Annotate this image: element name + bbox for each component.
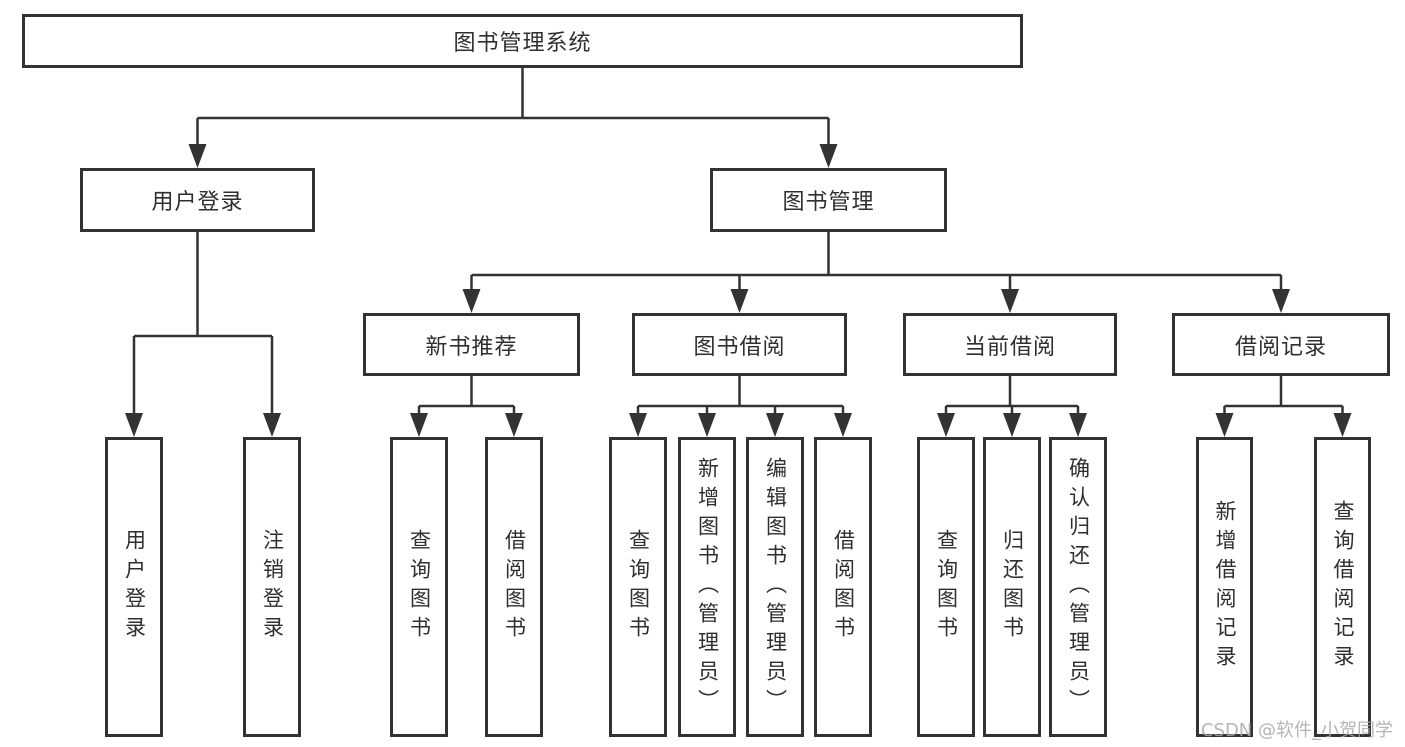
- leaf-add-books-admin: 新增图书（管理员）: [678, 437, 736, 737]
- leaf-recommend-borrow-books: 借阅图书: [485, 437, 543, 737]
- node-book-management-label: 图书管理: [782, 190, 875, 215]
- leaf-edit-books-admin-label: 编辑图书（管理员）: [763, 456, 788, 718]
- leaf-return-books-label: 归还图书: [1000, 529, 1025, 645]
- node-user-login-label: 用户登录: [151, 190, 244, 215]
- node-current-borrow-label: 当前借阅: [963, 334, 1056, 360]
- leaf-user-login: 用户登录: [105, 437, 163, 737]
- leaf-borrow-books-label: 借阅图书: [831, 529, 856, 645]
- leaf-borrow-query-books-label: 查询图书: [626, 529, 651, 645]
- leaf-recommend-query-books: 查询图书: [390, 437, 448, 737]
- leaf-borrow-query-books: 查询图书: [609, 437, 667, 737]
- leaf-confirm-return-admin: 确认归还（管理员）: [1049, 437, 1107, 737]
- csdn-watermark: CSDN @软件_小贺同学: [1200, 720, 1393, 741]
- leaf-logout: 注销登录: [243, 437, 301, 737]
- node-book-borrow: 图书借阅: [632, 313, 847, 376]
- node-system-root-label: 图书管理系统: [453, 31, 592, 56]
- leaf-user-login-label: 用户登录: [122, 529, 147, 645]
- leaf-borrow-books: 借阅图书: [814, 437, 872, 737]
- node-user-login: 用户登录: [80, 168, 315, 232]
- node-system-root: 图书管理系统: [22, 14, 1023, 68]
- leaf-add-borrow-record-label: 新增借阅记录: [1213, 500, 1237, 674]
- node-book-borrow-label: 图书借阅: [693, 334, 786, 360]
- leaf-add-books-admin-label: 新增图书（管理员）: [695, 456, 720, 718]
- node-borrow-record: 借阅记录: [1172, 313, 1390, 376]
- leaf-add-borrow-record: 新增借阅记录: [1196, 437, 1253, 737]
- leaf-confirm-return-admin-label: 确认归还（管理员）: [1066, 456, 1091, 718]
- node-borrow-record-label: 借阅记录: [1234, 334, 1327, 360]
- leaf-recommend-query-books-label: 查询图书: [407, 529, 432, 645]
- node-new-book-recommend-label: 新书推荐: [425, 334, 518, 360]
- node-book-management: 图书管理: [710, 168, 947, 232]
- leaf-edit-books-admin: 编辑图书（管理员）: [746, 437, 804, 737]
- leaf-logout-label: 注销登录: [260, 529, 285, 645]
- node-current-borrow: 当前借阅: [903, 313, 1117, 376]
- leaf-recommend-borrow-books-label: 借阅图书: [502, 529, 527, 645]
- leaf-query-borrow-record: 查询借阅记录: [1314, 437, 1371, 737]
- leaf-current-query-books: 查询图书: [917, 437, 975, 737]
- node-new-book-recommend: 新书推荐: [363, 313, 580, 376]
- leaf-return-books: 归还图书: [983, 437, 1041, 737]
- leaf-current-query-books-label: 查询图书: [934, 529, 959, 645]
- leaf-query-borrow-record-label: 查询借阅记录: [1331, 500, 1355, 674]
